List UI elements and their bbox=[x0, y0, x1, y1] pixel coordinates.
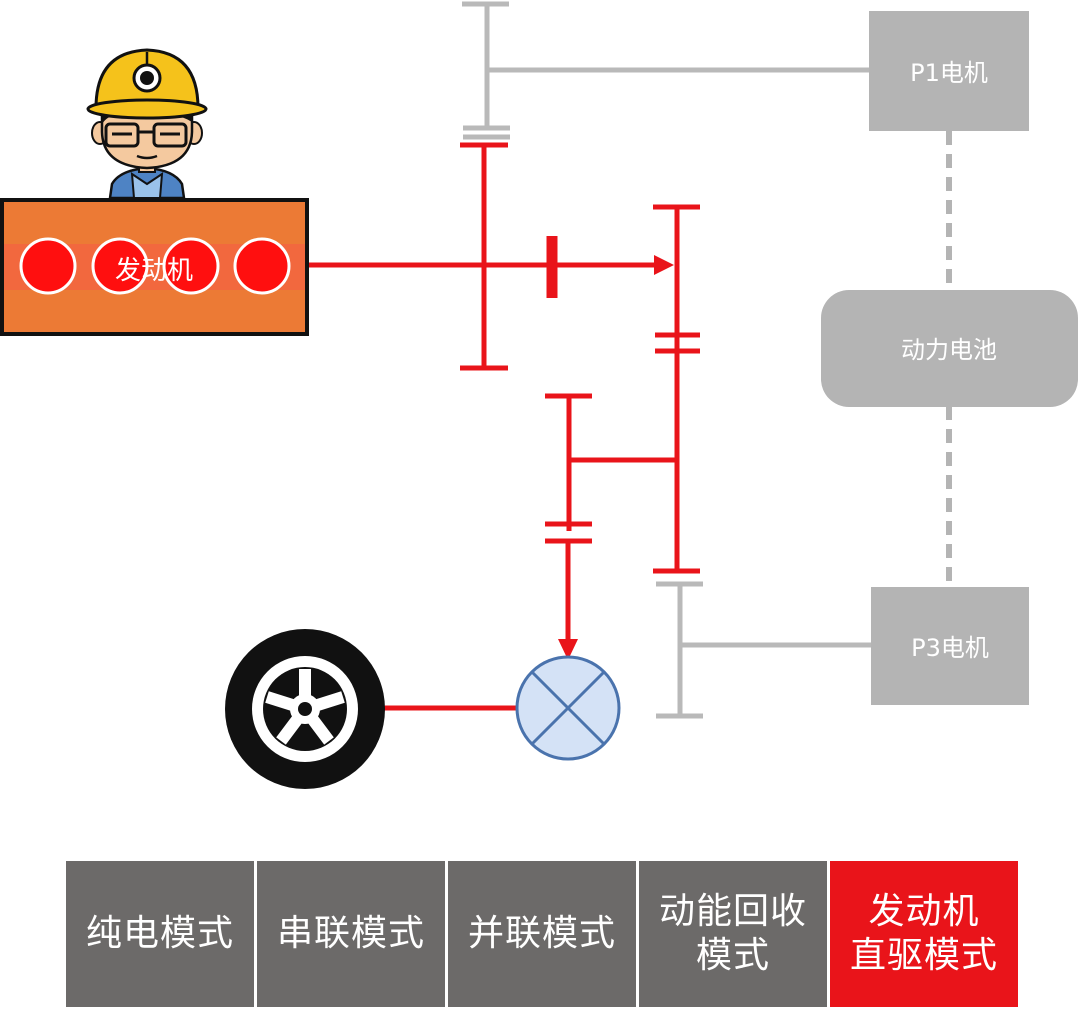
p1-motor-box bbox=[869, 11, 1029, 131]
worker-avatar bbox=[86, 48, 208, 200]
p3-motor-box bbox=[871, 587, 1029, 705]
active-power-path bbox=[308, 142, 700, 711]
wheel-icon bbox=[225, 629, 385, 789]
mode-button-parallel[interactable]: 并联模式 bbox=[448, 861, 636, 1007]
engine-block bbox=[0, 198, 309, 336]
mode-button-series[interactable]: 串联模式 bbox=[257, 861, 445, 1007]
mode-button-engine-direct-drive[interactable]: 发动机 直驱模式 bbox=[830, 861, 1018, 1007]
arrow-to-differential bbox=[558, 639, 578, 660]
p3-motor-label: P3电机 bbox=[911, 634, 989, 662]
battery-box bbox=[821, 290, 1078, 407]
battery-label: 动力电池 bbox=[901, 336, 997, 364]
engine-label: 发动机 bbox=[115, 256, 193, 286]
p1-motor-label: P1电机 bbox=[910, 59, 988, 87]
p3-gear-branch bbox=[656, 581, 873, 719]
mode-button-regeneration[interactable]: 动能回收 模式 bbox=[639, 861, 827, 1007]
arrow-to-output-gear bbox=[654, 255, 674, 275]
mode-button-pure-electric[interactable]: 纯电模式 bbox=[66, 861, 254, 1007]
mode-selector: 纯电模式 串联模式 并联模式 动能回收 模式 发动机 直驱模式 bbox=[66, 861, 1018, 1007]
p1-gear-branch bbox=[462, 1, 870, 140]
differential bbox=[515, 655, 621, 761]
